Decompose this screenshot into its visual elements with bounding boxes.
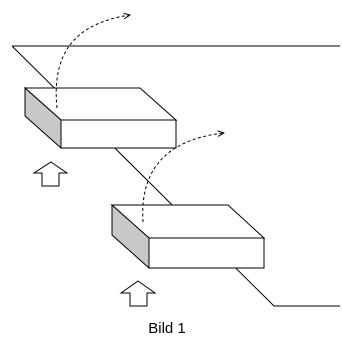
upper-block-lift-arrow [55,15,130,109]
upper-block-front [60,119,177,149]
lower-block [110,203,266,270]
lower-block-lift-arrow [142,133,224,223]
figure-caption: Bild 1 [148,320,186,337]
upper-block [23,86,178,150]
upper-block-up-arrow [32,161,69,187]
lower-block-front [148,237,265,269]
lower-block-up-arrow [119,280,157,307]
